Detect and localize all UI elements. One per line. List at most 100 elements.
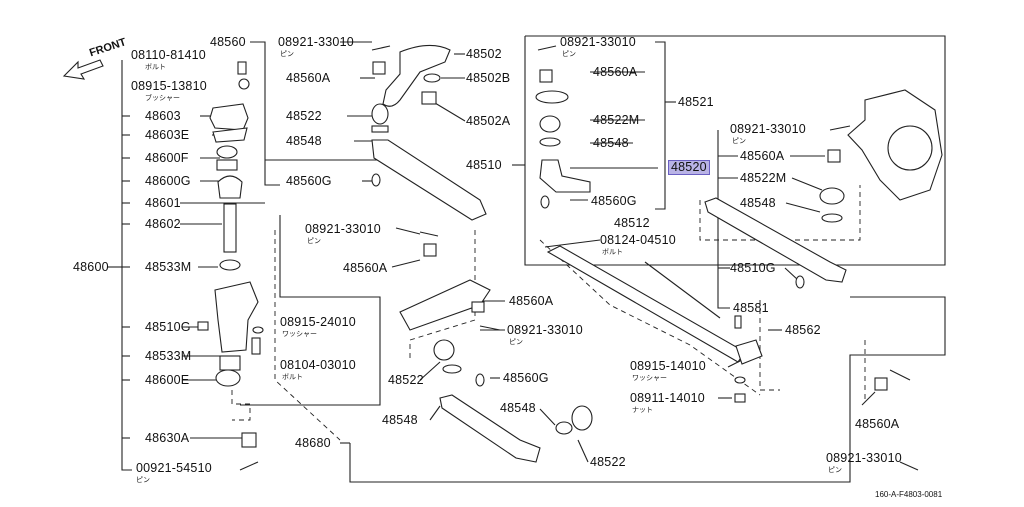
tie-rod-end-right-icon: [539, 159, 591, 193]
label-48600E: 48600E: [145, 373, 190, 387]
label-48560A-f: 48560A: [855, 417, 900, 431]
label-48522-b: 48522: [388, 373, 424, 387]
label-48560A-d: 48560A: [593, 65, 638, 79]
pin-08921-e-icon: [829, 125, 851, 131]
label-08921-33010-f: 08921-33010: [826, 451, 902, 465]
label-pin-a: ピン: [280, 50, 294, 58]
label-48562: 48562: [785, 323, 821, 337]
label-48560A-e: 48560A: [740, 149, 785, 163]
label-48600F: 48600F: [145, 151, 189, 165]
label-bolt-b: ボルト: [282, 373, 303, 381]
label-48548-b: 48548: [382, 413, 418, 427]
boot-48522-a-icon: [371, 103, 389, 125]
washer-48560A-d-icon: [535, 90, 569, 104]
label-48603E: 48603E: [145, 128, 190, 142]
cap-part-icon: [217, 175, 243, 199]
reference-code: 160-A-F4803-0081: [875, 490, 943, 499]
ring-part-icon: [219, 259, 241, 271]
label-48600G: 48600G: [145, 174, 191, 188]
label-48560A-b: 48560A: [343, 261, 388, 275]
ring-48548-c-icon: [555, 421, 573, 435]
label-48560G-b: 48560G: [503, 371, 549, 385]
label-08911-14010: 08911-14010: [630, 391, 705, 405]
label-48680: 48680: [295, 436, 331, 450]
nut-48560A-b-icon: [423, 243, 437, 257]
label-08921-33010-b: 08921-33010: [305, 222, 381, 236]
label-pin-c: ピン: [307, 237, 321, 245]
label-48522-c: 48522: [590, 455, 626, 469]
bolt-08124-icon: [734, 315, 742, 329]
label-bolt-c: ボルト: [602, 248, 623, 256]
boot-48522-b-icon: [433, 339, 455, 361]
label-nut-a: ナット: [632, 406, 653, 414]
clamp-48562-icon: [735, 339, 763, 365]
label-08915-13810: 08915-13810: [131, 79, 207, 93]
pin-08921-b-icon: [419, 231, 439, 237]
label-48520-highlighted[interactable]: 48520: [668, 160, 710, 175]
label-08104-03010: 08104-03010: [280, 358, 356, 372]
bolt-vertical-part-icon: [251, 337, 261, 355]
washer-part-icon: [238, 78, 250, 90]
ring-48548-e-icon: [821, 213, 843, 223]
ring-48548-b-icon: [442, 364, 462, 374]
shaft-part-icon: [223, 203, 237, 253]
label-48522M-b: 48522M: [740, 171, 787, 185]
label-48502A: 48502A: [466, 114, 511, 128]
boot-48522M-b-icon: [819, 187, 845, 205]
label-48603: 48603: [145, 109, 181, 123]
label-48502: 48502: [466, 47, 502, 61]
label-48502B: 48502B: [466, 71, 511, 85]
pin-00921-icon: [239, 461, 259, 471]
label-48548-a: 48548: [286, 134, 322, 148]
label-pin-g: ピン: [828, 466, 842, 474]
flange-part-icon: [209, 103, 249, 131]
idler-link-icon: [399, 279, 491, 331]
washer-08915-b-icon: [734, 376, 746, 384]
label-48560G-c: 48560G: [591, 194, 637, 208]
label-08921-33010-e: 08921-33010: [730, 122, 806, 136]
label-08110-81410: 08110-81410: [131, 48, 206, 62]
boot-48522M-a-icon: [539, 115, 561, 133]
label-48548-c: 48548: [500, 401, 536, 415]
pitman-arm-icon: [382, 44, 451, 107]
label-48533M-b: 48533M: [145, 349, 192, 363]
knuckle-hub-icon: [887, 125, 933, 171]
plate-part-icon: [212, 127, 248, 143]
label-48512: 48512: [614, 216, 650, 230]
bush-lower-part-icon: [219, 355, 241, 371]
nut-08911-icon: [734, 393, 746, 403]
label-48581: 48581: [733, 301, 769, 315]
label-48548-d: 48548: [593, 136, 629, 150]
bolt-part-icon: [237, 61, 247, 75]
label-48510G-b: 48510G: [730, 261, 776, 275]
label-00921-54510: 00921-54510: [136, 461, 212, 475]
nut-48560A-f-icon: [874, 377, 888, 391]
label-pin-b: ピン: [136, 476, 150, 484]
label-pin-f: ピン: [732, 137, 746, 145]
label-48521: 48521: [678, 95, 714, 109]
label-08921-33010-a: 08921-33010: [278, 35, 354, 49]
ring-48548-a-icon: [371, 125, 389, 133]
label-08915-14010: 08915-14010: [630, 359, 706, 373]
nut-48560A-d-icon: [539, 69, 553, 83]
label-08921-33010-d: 08921-33010: [560, 35, 636, 49]
fitting-48560G-b-icon: [475, 373, 485, 387]
label-48560A-a: 48560A: [286, 71, 331, 85]
nut-48502A-icon: [421, 91, 437, 105]
label-48630A: 48630A: [145, 431, 190, 445]
label-48533M-a: 48533M: [145, 260, 192, 274]
label-bolt-a: ボルト: [145, 63, 166, 71]
label-washer-b: ワッシャー: [632, 374, 667, 382]
fitting-48560G-c-icon: [540, 195, 550, 209]
fitting-48510G-b-icon: [795, 275, 805, 289]
label-48522-a: 48522: [286, 109, 322, 123]
idler-arm-body-icon: [214, 281, 259, 353]
nut-48560A-a-icon: [372, 61, 386, 75]
label-48548-e: 48548: [740, 196, 776, 210]
bush-part-icon: [216, 145, 238, 159]
label-48560-top: 48560: [210, 35, 246, 49]
fitting-48560G-a-icon: [371, 173, 381, 187]
nut-48560A-c-icon: [471, 301, 485, 313]
